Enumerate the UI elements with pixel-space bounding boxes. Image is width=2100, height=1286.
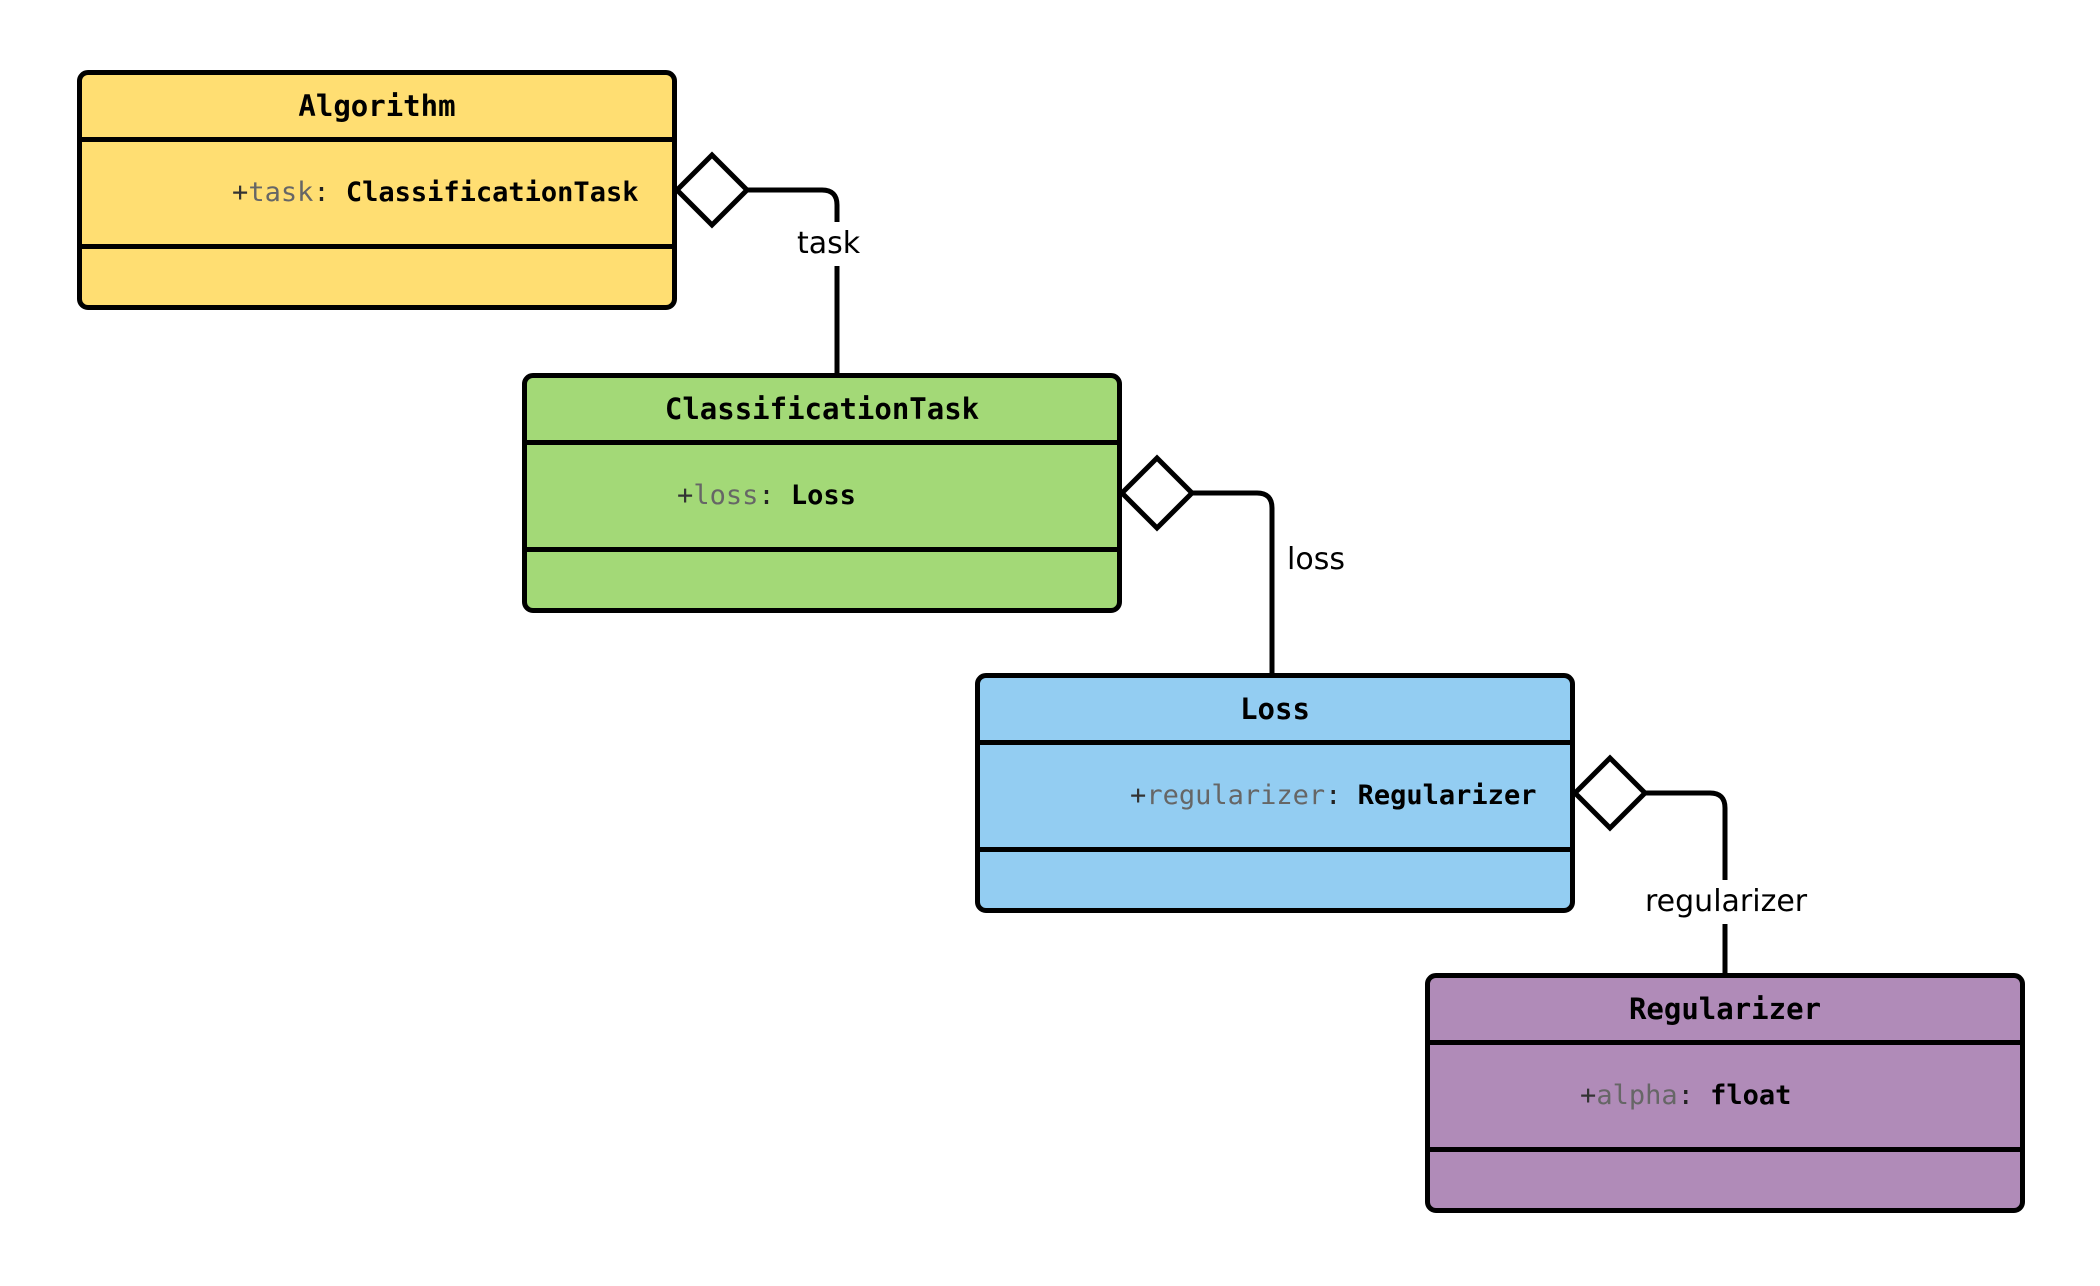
attribute-type: float <box>1710 1080 1792 1111</box>
attribute-separator: : <box>1677 1080 1711 1111</box>
uml-attributes-compartment: +regularizer: Regularizer <box>980 745 1570 852</box>
attribute-type: Loss <box>790 480 856 511</box>
uml-class-classificationtask[interactable]: ClassificationTask +loss: Loss <box>522 373 1122 613</box>
relationship-label-regularizer: regularizer <box>1638 880 1815 924</box>
aggregation-diamond-loss <box>1118 454 1196 532</box>
attribute-visibility: + <box>1130 780 1147 811</box>
uml-class-title: Loss <box>980 678 1570 745</box>
attribute-name: regularizer <box>1146 780 1326 811</box>
attribute-type: ClassificationTask <box>345 177 639 208</box>
relationship-loss-line <box>1157 490 1275 673</box>
attribute-separator: : <box>1325 780 1358 811</box>
uml-attributes-compartment: +alpha: float <box>1430 1045 2020 1152</box>
attribute-name: task <box>248 177 314 208</box>
attribute-visibility: + <box>232 177 249 208</box>
attribute-visibility: + <box>677 480 694 511</box>
aggregation-diamond-regularizer <box>1571 754 1649 832</box>
uml-class-title: ClassificationTask <box>527 378 1117 445</box>
attribute-name: loss <box>693 480 759 511</box>
attribute-type: Regularizer <box>1357 780 1537 811</box>
relationship-task-line <box>712 187 840 373</box>
uml-methods-compartment <box>82 249 672 305</box>
uml-class-loss[interactable]: Loss +regularizer: Regularizer <box>975 673 1575 913</box>
uml-methods-compartment <box>980 852 1570 908</box>
uml-attribute-row: +regularizer: Regularizer <box>1000 745 1570 847</box>
attribute-visibility: + <box>1580 1080 1597 1111</box>
uml-methods-compartment <box>1430 1152 2020 1208</box>
uml-attribute-row: +task: ClassificationTask <box>102 142 672 244</box>
relationship-label-task: task <box>790 222 868 266</box>
relationship-regularizer[interactable] <box>1571 754 1728 973</box>
uml-attributes-compartment: +task: ClassificationTask <box>82 142 672 249</box>
aggregation-diamond-task <box>673 151 751 229</box>
uml-class-regularizer[interactable]: Regularizer +alpha: float <box>1425 973 2025 1213</box>
relationship-label-loss: loss <box>1280 538 1352 582</box>
attribute-separator: : <box>313 177 346 208</box>
attribute-name: alpha <box>1596 1080 1678 1111</box>
uml-attribute-row: +alpha: float <box>1450 1045 2020 1147</box>
uml-attributes-compartment: +loss: Loss <box>527 445 1117 552</box>
uml-attribute-row: +loss: Loss <box>547 445 1117 547</box>
relationship-loss[interactable] <box>1118 454 1275 673</box>
uml-class-title: Regularizer <box>1430 978 2020 1045</box>
uml-methods-compartment <box>527 552 1117 608</box>
attribute-separator: : <box>758 480 791 511</box>
uml-class-algorithm[interactable]: Algorithm +task: ClassificationTask <box>77 70 677 310</box>
uml-class-title: Algorithm <box>82 75 672 142</box>
